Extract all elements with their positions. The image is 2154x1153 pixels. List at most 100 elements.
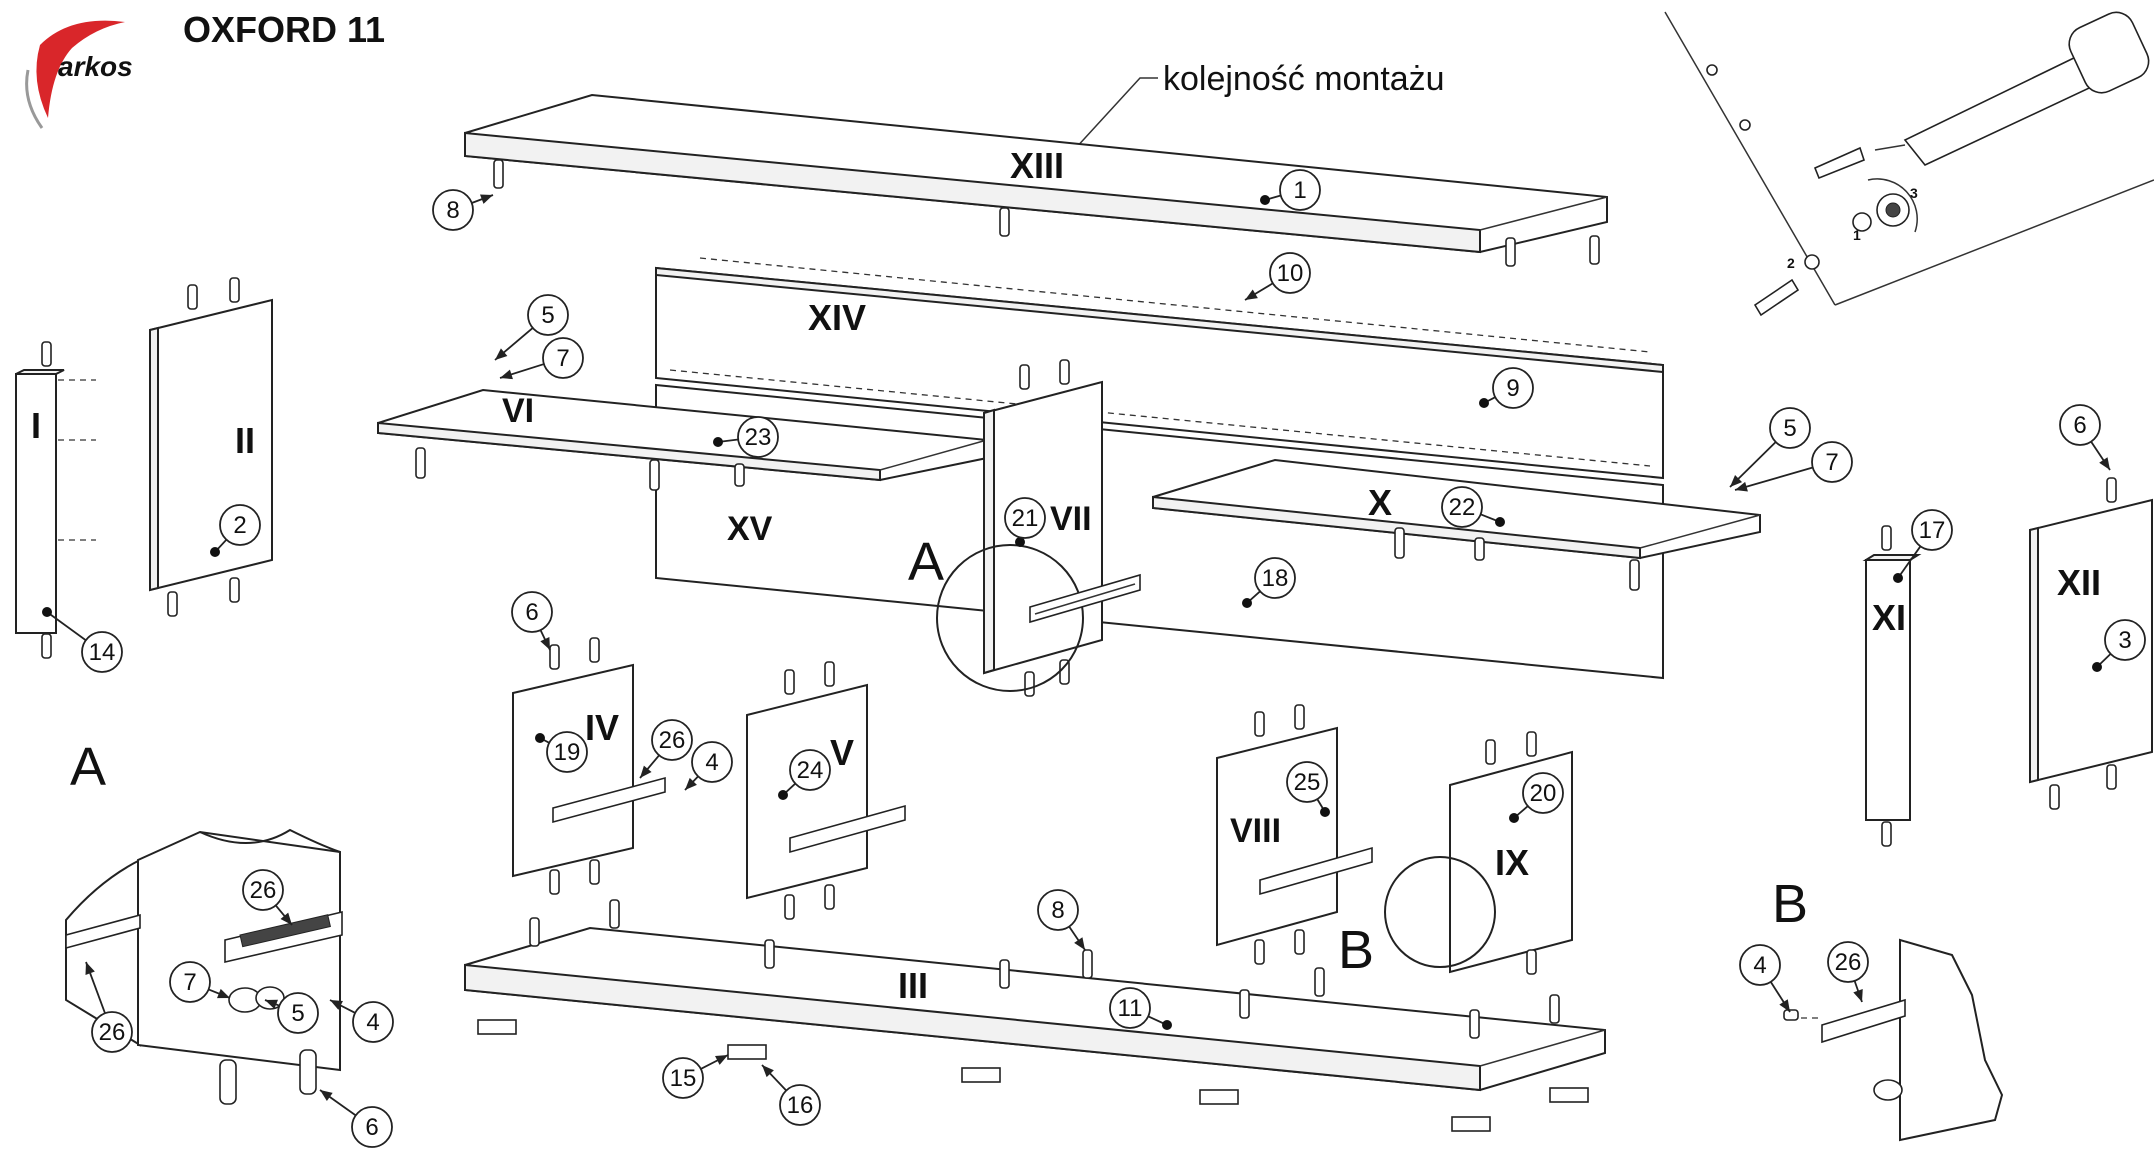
callout-dot bbox=[42, 607, 52, 617]
label-xi: XI bbox=[1872, 597, 1906, 638]
callout-7: 7 bbox=[169, 961, 231, 1003]
callout-arrow bbox=[1735, 481, 1748, 492]
label-vi: VI bbox=[502, 392, 534, 430]
callout-circle bbox=[1522, 772, 1564, 814]
dowel-screw-icon bbox=[1753, 146, 1865, 317]
callout-circle bbox=[1769, 407, 1811, 449]
callout-arrow bbox=[715, 1055, 728, 1065]
dowels-bottom bbox=[529, 899, 1560, 1039]
panel-v-drawer-front bbox=[746, 661, 906, 920]
callout-circle bbox=[242, 869, 284, 911]
label-x: X bbox=[1368, 482, 1392, 523]
detail-a-marker: A bbox=[908, 532, 944, 592]
feet bbox=[477, 1019, 1589, 1132]
callout-arrow bbox=[330, 1000, 343, 1010]
callout-number: 26 bbox=[1835, 949, 1862, 976]
callout-23: 23 bbox=[713, 416, 779, 458]
callout-number: 20 bbox=[1530, 780, 1557, 807]
callout-20: 20 bbox=[1509, 772, 1564, 823]
callout-number: 11 bbox=[1118, 995, 1143, 1022]
callout-26: 26 bbox=[1827, 941, 1869, 1003]
callout-dot bbox=[1509, 813, 1519, 823]
callout-number: 7 bbox=[183, 969, 196, 996]
callout-circle bbox=[1811, 441, 1853, 483]
label-ix: IX bbox=[1495, 842, 1529, 883]
callout-circle bbox=[527, 294, 569, 336]
callout-25: 25 bbox=[1286, 761, 1330, 817]
panel-labels: I II III IV V VI VII VIII IX X XI XII XI… bbox=[31, 145, 2101, 1006]
callout-circle bbox=[546, 731, 588, 773]
callout-dot bbox=[1015, 537, 1025, 547]
panel-xiv-back-upper bbox=[655, 257, 1664, 480]
detail-b-marker: B bbox=[1338, 920, 1374, 980]
assembly-order-label: kolejność montażu bbox=[1163, 60, 1445, 98]
panel-xi-side-strip bbox=[1862, 525, 1922, 847]
nails-row bbox=[699, 257, 1651, 353]
callout-4: 4 bbox=[684, 741, 733, 791]
callout-circle bbox=[2059, 404, 2101, 446]
callout-arrow bbox=[280, 912, 292, 925]
callout-arrow bbox=[265, 999, 278, 1010]
callout-22: 22 bbox=[1441, 486, 1505, 528]
screw-detail-panel: 1 2 3 bbox=[1664, 11, 2154, 317]
callout-circle bbox=[779, 1084, 821, 1126]
callout-arrow bbox=[1779, 999, 1790, 1012]
detail-a-circle bbox=[936, 544, 1084, 692]
label-v: V bbox=[830, 732, 854, 773]
callout-circle bbox=[351, 1106, 393, 1148]
callout-arrow bbox=[1245, 289, 1258, 300]
callout-number: 25 bbox=[1294, 769, 1321, 796]
callout-number: 8 bbox=[446, 197, 459, 224]
callout-circle bbox=[1269, 252, 1311, 294]
callout-arrow bbox=[762, 1065, 774, 1078]
callout-number: 4 bbox=[366, 1009, 379, 1036]
callout-arrow bbox=[640, 765, 652, 778]
label-iii: III bbox=[898, 965, 928, 1006]
order-leader-line bbox=[1062, 77, 1158, 163]
callout-arrow bbox=[320, 1090, 333, 1102]
panel-i-side-strip bbox=[15, 341, 96, 659]
callout-number: 26 bbox=[659, 727, 686, 754]
callout-number: 6 bbox=[525, 599, 538, 626]
callout-dot bbox=[1320, 807, 1330, 817]
screwdriver-icon bbox=[1874, 11, 2150, 166]
dowel-pins-top bbox=[493, 159, 1600, 267]
callout-number: 5 bbox=[291, 1000, 304, 1027]
callout-number: 10 bbox=[1277, 260, 1304, 287]
detail-b-title: B bbox=[1772, 874, 1808, 934]
panel-xii-side bbox=[2029, 477, 2153, 810]
callout-circle bbox=[81, 631, 123, 673]
callout-leader bbox=[1897, 545, 1922, 579]
callout-dot bbox=[1479, 398, 1489, 408]
callout-number: 2 bbox=[233, 512, 246, 539]
callout-dot bbox=[1893, 573, 1903, 583]
callout-circle bbox=[1286, 761, 1328, 803]
callout-number: 6 bbox=[2073, 412, 2086, 439]
callout-number: 14 bbox=[89, 639, 116, 666]
callout-number: 22 bbox=[1449, 494, 1476, 521]
label-xiii: XIII bbox=[1010, 145, 1064, 186]
product-title: OXFORD 11 bbox=[183, 9, 385, 50]
callout-26: 26 bbox=[85, 961, 133, 1053]
cam-lock-icon bbox=[1867, 178, 1918, 233]
callout-circle bbox=[169, 961, 211, 1003]
callout-7: 7 bbox=[499, 337, 584, 380]
callout-arrow bbox=[1853, 989, 1863, 1002]
callout-arrow bbox=[85, 962, 95, 975]
label-xiv: XIV bbox=[808, 297, 866, 338]
callout-5: 5 bbox=[494, 294, 569, 361]
callout-number: 5 bbox=[1783, 415, 1796, 442]
callout-7: 7 bbox=[1734, 441, 1853, 492]
callout-6: 6 bbox=[319, 1089, 393, 1148]
panel-xiii-top bbox=[464, 93, 1608, 267]
callout-number: 26 bbox=[250, 877, 277, 904]
callout-number: 4 bbox=[705, 749, 718, 776]
callout-number: 15 bbox=[670, 1065, 697, 1092]
label-xv: XV bbox=[727, 510, 773, 548]
callout-26: 26 bbox=[242, 869, 293, 926]
callout-dot bbox=[2092, 662, 2102, 672]
callout-circle bbox=[1441, 486, 1483, 528]
callout-dot bbox=[1495, 517, 1505, 527]
callout-circle bbox=[432, 189, 474, 231]
callout-circle bbox=[1109, 987, 1151, 1029]
